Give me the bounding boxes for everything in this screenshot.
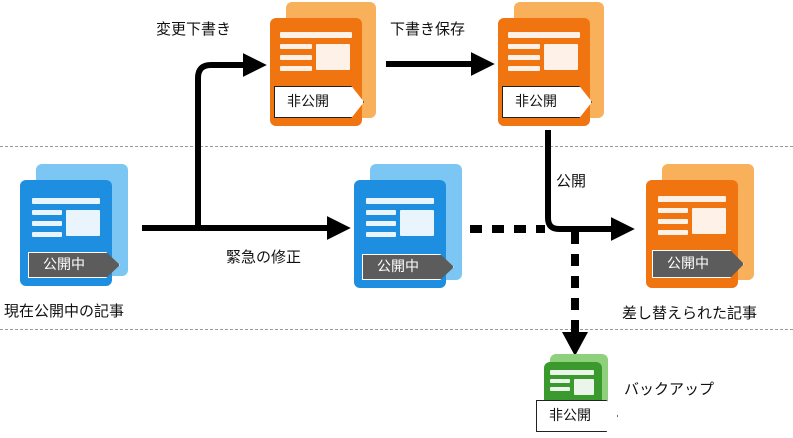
emergency-fix-label: 緊急の修正 <box>226 248 302 266</box>
change-draft-arrow <box>195 53 267 228</box>
save-draft-label: 下書き保存 <box>390 20 466 38</box>
publish-arrow <box>545 130 635 241</box>
status-badge: 公開中 <box>652 250 744 278</box>
current-article-icon: 公開中 <box>20 164 132 286</box>
change-draft-icon: 非公開 <box>270 2 378 128</box>
replaced-article-icon: 公開中 <box>646 164 758 288</box>
status-badge: 公開中 <box>28 252 120 278</box>
backup-arrowhead <box>562 332 588 356</box>
backup-caption: バックアップ <box>624 380 715 398</box>
publish-label: 公開 <box>556 172 587 190</box>
saved-draft-icon: 非公開 <box>498 2 608 128</box>
separator-bottom <box>0 329 793 330</box>
status-badge: 非公開 <box>502 86 592 118</box>
status-badge: 非公開 <box>536 400 618 432</box>
backup-article-icon: 非公開 <box>536 354 620 436</box>
status-badge: 公開中 <box>362 254 454 280</box>
current-article-caption: 現在公開中の記事 <box>4 302 125 320</box>
separator-top <box>0 146 793 147</box>
change-draft-label: 変更下書き <box>156 20 232 38</box>
replaced-article-caption: 差し替えられた記事 <box>622 304 758 322</box>
status-badge: 非公開 <box>274 86 364 118</box>
emergency-article-icon: 公開中 <box>354 164 466 288</box>
